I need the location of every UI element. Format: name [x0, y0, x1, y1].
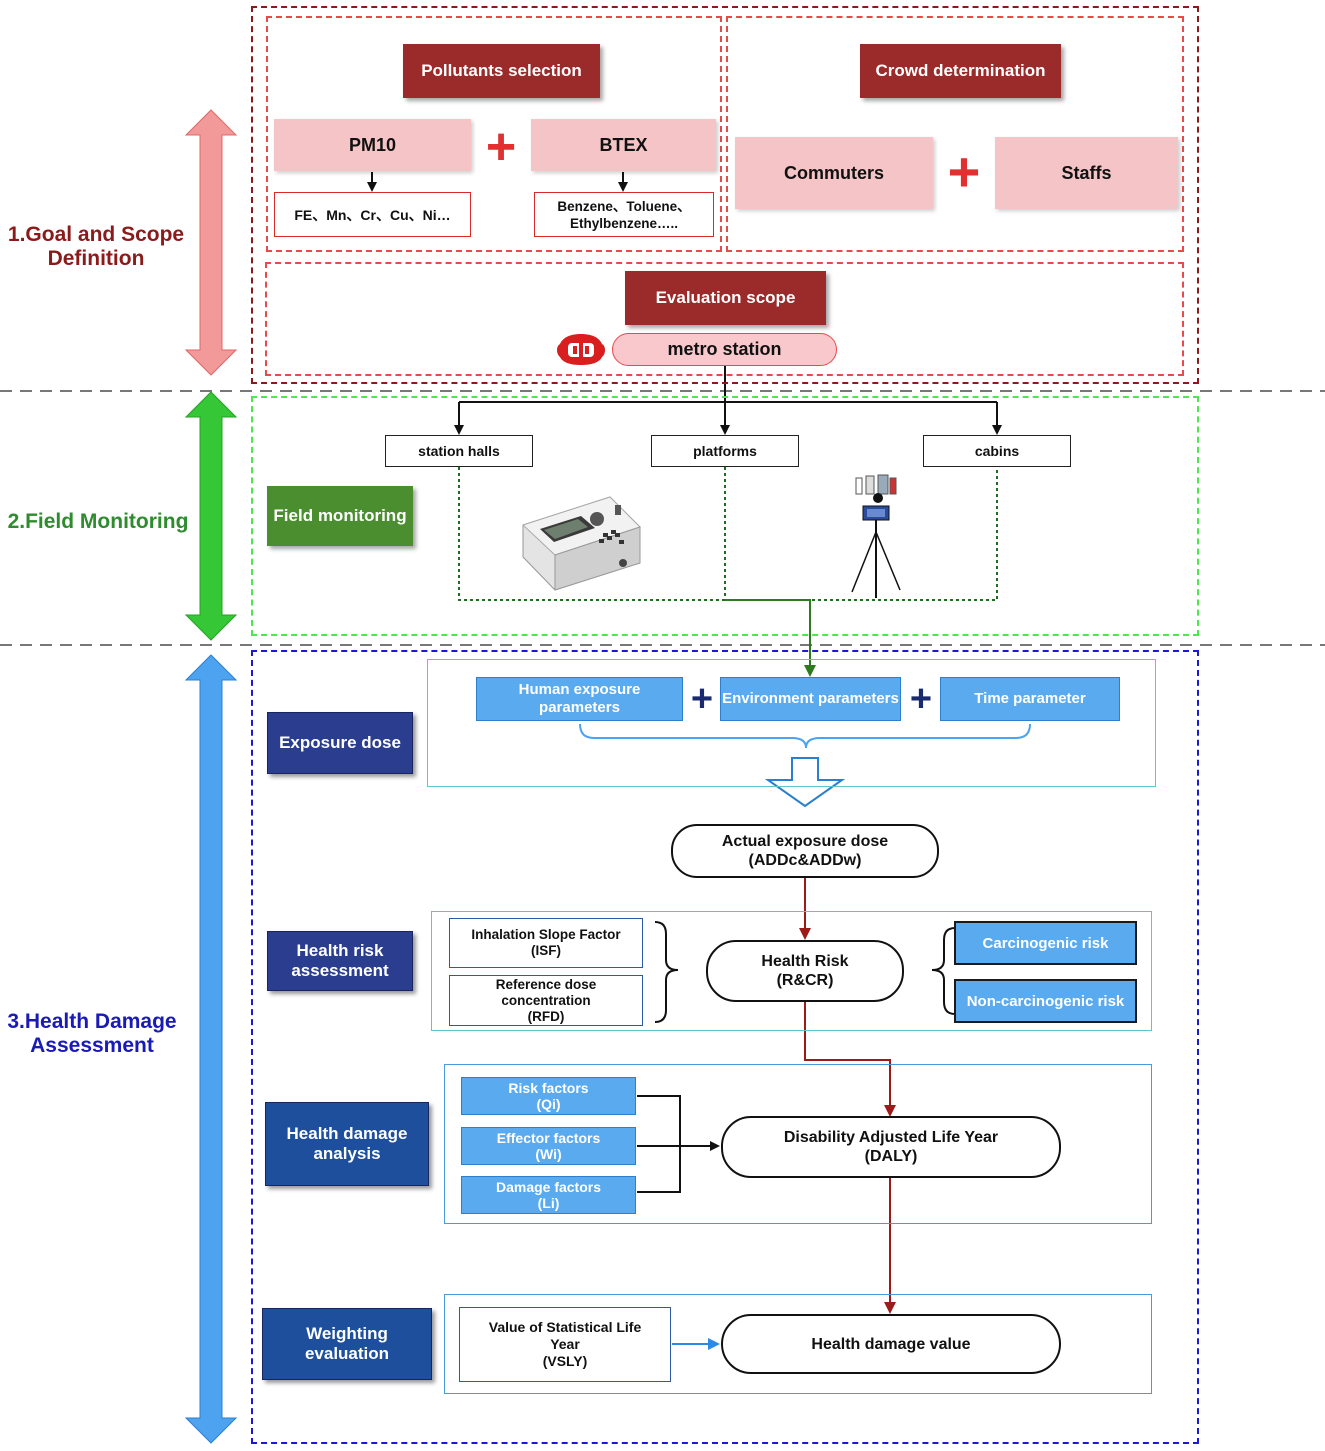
brace	[654, 921, 679, 1023]
rfd-sub: (RFD)	[527, 1008, 565, 1024]
cabins-box: cabins	[923, 435, 1071, 467]
metro-logo-icon	[557, 334, 605, 365]
field-monitoring-frame	[251, 396, 1199, 636]
section-label-health: 3.Health Damage Assessment	[7, 1010, 177, 1057]
plus-icon: +	[947, 140, 981, 203]
damage-factors-sub: (Li)	[537, 1195, 560, 1211]
section-label-goal: 1.Goal and Scope Definition	[7, 223, 185, 270]
risk-factors-label: Risk factors	[508, 1080, 589, 1096]
rfd-label: Reference dose concentration	[495, 976, 597, 1008]
station-halls-box: station halls	[385, 435, 533, 467]
btex-compounds-box: Benzene、Toluene、Ethylbenzene…..	[534, 192, 714, 237]
rfd-box: Reference dose concentration (RFD)	[449, 975, 643, 1026]
plus-icon: +	[690, 678, 714, 720]
human-exposure-box: Human exposure parameters	[476, 677, 683, 721]
plus-icon: +	[485, 118, 517, 176]
carcinogenic-risk-box: Carcinogenic risk	[954, 921, 1137, 965]
time-parameter-box: Time parameter	[940, 677, 1120, 721]
daly-box: Disability Adjusted Life Year (DALY)	[721, 1116, 1061, 1178]
vsly-label: Value of Statistical Life Year	[488, 1319, 642, 1352]
evaluation-scope-frame	[265, 262, 1184, 376]
pollutants-selection-box: Pollutants selection	[403, 44, 600, 98]
pm10-metals-box: FE、Mn、Cr、Cu、Ni…	[274, 192, 471, 237]
plus-icon: +	[909, 678, 933, 720]
risk-factors-sub: (Qi)	[536, 1096, 561, 1112]
vsly-sub: (VSLY)	[542, 1353, 588, 1369]
goal-scope-double-arrow	[184, 109, 238, 376]
damage-factors-label: Damage factors	[495, 1179, 602, 1195]
staffs-box: Staffs	[995, 137, 1178, 209]
effector-factors-label: Effector factors	[496, 1130, 601, 1146]
risk-factors-box: Risk factors (Qi)	[461, 1077, 636, 1115]
health-risk-sub: (R&CR)	[776, 972, 834, 989]
arrow	[804, 1002, 896, 1117]
goal-scope-frame	[251, 6, 1199, 384]
pm10-box: PM10	[274, 119, 471, 171]
health-risk-assessment-box: Health risk assessment	[267, 931, 413, 991]
health-risk-frame	[431, 911, 1152, 1031]
health-risk-label: Health Risk	[761, 953, 849, 970]
exposure-frame	[427, 659, 1156, 787]
tripod-sampler-icon	[851, 474, 901, 598]
health-damage-analysis-box: Health damage analysis	[265, 1102, 429, 1186]
hollow-down-arrow	[764, 757, 846, 808]
non-carcinogenic-risk-box: Non-carcinogenic risk	[954, 979, 1137, 1023]
btex-box: BTEX	[531, 119, 716, 171]
brace	[931, 927, 956, 1015]
field-monitoring-box: Field monitoring	[267, 486, 413, 546]
weighting-evaluation-box: Weighting evaluation	[262, 1308, 432, 1380]
health-risk-box: Health Risk (R&CR)	[706, 940, 904, 1002]
effector-factors-box: Effector factors (Wi)	[461, 1127, 636, 1165]
pollutants-frame	[266, 16, 722, 252]
brace	[579, 723, 1031, 749]
evaluation-scope-box: Evaluation scope	[625, 271, 826, 325]
bracket	[637, 1095, 681, 1193]
effector-factors-sub: (Wi)	[535, 1146, 562, 1162]
health-assessment-frame	[251, 650, 1199, 1444]
commuters-box: Commuters	[735, 137, 933, 209]
damage-factors-box: Damage factors (Li)	[461, 1176, 636, 1214]
exposure-dose-box: Exposure dose	[267, 712, 413, 774]
actual-exposure-label: Actual exposure dose	[721, 833, 889, 850]
health-assessment-double-arrow	[184, 654, 238, 1444]
platforms-box: platforms	[651, 435, 799, 467]
vsly-box: Value of Statistical Life Year (VSLY)	[459, 1307, 671, 1382]
field-monitoring-double-arrow	[184, 391, 238, 641]
daly-label: Disability Adjusted Life Year	[783, 1129, 999, 1146]
weighting-frame	[444, 1294, 1152, 1394]
health-damage-frame	[444, 1064, 1152, 1224]
crowd-frame	[726, 16, 1184, 252]
isf-box: Inhalation Slope Factor (ISF)	[449, 918, 643, 968]
environment-box: Environment parameters	[720, 677, 901, 721]
actual-exposure-sub: (ADDc&ADDw)	[748, 852, 862, 869]
section-label-field: 2.Field Monitoring	[7, 510, 189, 533]
isf-sub: (ISF)	[531, 943, 561, 958]
metro-station-box: metro station	[612, 333, 837, 366]
dust-monitor-icon	[522, 496, 641, 591]
health-damage-value-box: Health damage value	[721, 1314, 1061, 1374]
crowd-determination-box: Crowd determination	[860, 44, 1061, 98]
actual-exposure-box: Actual exposure dose (ADDc&ADDw)	[671, 824, 939, 878]
daly-sub: (DALY)	[864, 1148, 918, 1165]
isf-label: Inhalation Slope Factor	[471, 927, 621, 942]
